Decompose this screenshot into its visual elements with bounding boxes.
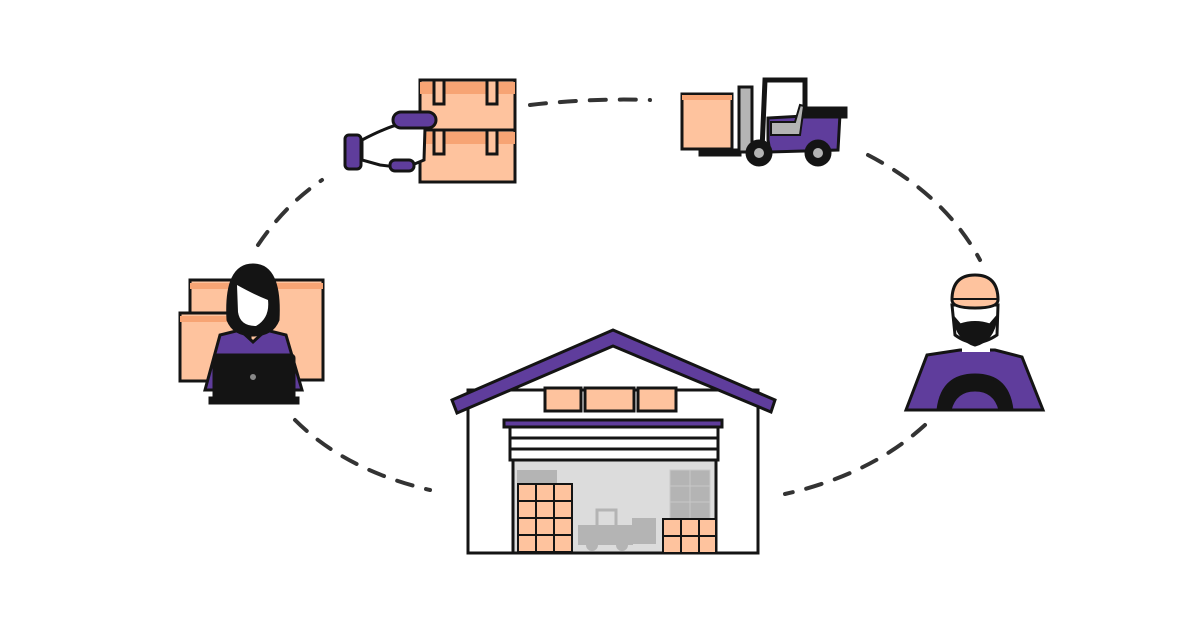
rolling-shutter: [508, 425, 720, 462]
box-stack-left: [517, 483, 573, 553]
forklift-seat: [770, 103, 806, 136]
forklift-cab: [759, 77, 808, 151]
dash-segment-left-bottom: [293, 418, 432, 492]
scanner-head: [391, 110, 438, 130]
driver-beard: [951, 312, 999, 347]
box-bottom: [418, 128, 517, 184]
dash-segment-right-top: [866, 153, 982, 262]
dash-segment-top: [528, 97, 652, 107]
dashed-cycle-path: [256, 97, 982, 496]
warehouse-roof: [450, 328, 777, 415]
barcode-scanner-hand-icon: [343, 78, 517, 184]
sleeve-cuff: [343, 133, 363, 171]
hard-hat-icon: [950, 273, 1000, 310]
shelf-right: [669, 469, 711, 521]
box-stack-right: [662, 518, 717, 554]
forklift-box: [680, 92, 734, 151]
forklift-mast: [737, 85, 754, 154]
delivery-driver-icon: [903, 273, 1046, 412]
forklift-icon: [680, 77, 848, 167]
warehouse-icon: [450, 328, 777, 555]
roof-windows: [543, 386, 678, 413]
steering-wheel: [936, 373, 1014, 412]
worker-face: [237, 285, 269, 326]
office-worker-laptop-icon: [178, 263, 325, 405]
interior-forklift: [578, 508, 656, 551]
dash-segment-left-top: [256, 178, 324, 247]
dash-segment-right-bottom: [783, 423, 927, 496]
scanner-handle: [388, 158, 416, 173]
